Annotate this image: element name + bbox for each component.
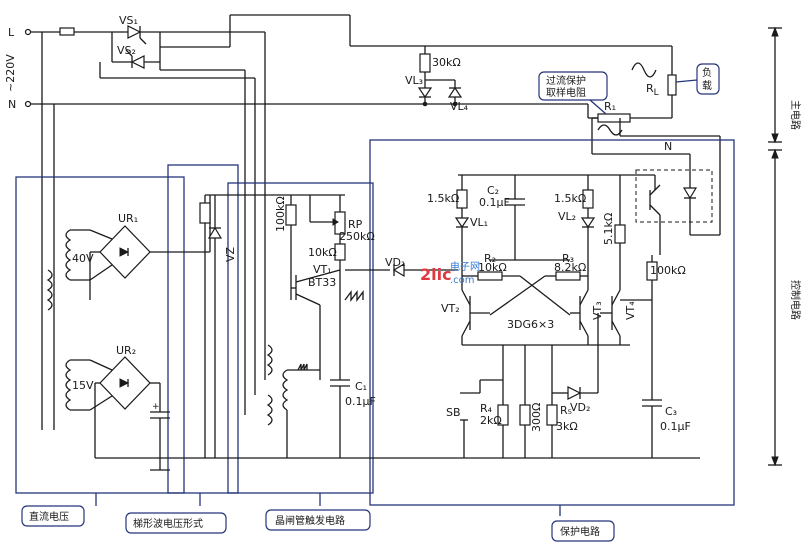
caption-dc-supply: 直流电压 [21,505,85,527]
overcurrent-line2: 取样电阻 [546,86,586,99]
label-rp-val: 250kΩ [339,230,375,243]
callout-load: 负 载 [675,63,720,95]
label-r5: R₅ [560,404,572,417]
mains-wiring [24,14,673,430]
label-15v: 15V [72,379,94,392]
svg-text:晶闸管触发电路: 晶闸管触发电路 [275,514,345,527]
right-annotations [768,26,782,467]
thyristor-vs2 [125,49,145,69]
label-r100k: 100kΩ [274,196,287,232]
label-vt4: VT₄ [624,301,637,320]
label-vl4: VL₄ [450,100,469,113]
label-r15k-a: 1.5kΩ [427,192,459,205]
label-ur2: UR₂ [116,344,136,357]
label-rp: RP [348,218,363,231]
label-r300: 300Ω [530,403,543,432]
svg-text:+: + [152,402,160,412]
label-control-circuit: 控制电路 [789,280,802,320]
label-l: L [8,26,15,39]
callout-overcurrent: 过流保护 取样电阻 [538,71,608,115]
label-vs2: VS₂ [117,44,136,57]
label-r2-val: 10kΩ [478,261,507,274]
label-c3: C₃ [665,405,677,418]
label-vs1: VS₁ [119,14,138,27]
caption-ladder-wave: 梯形波电压形式 [125,512,227,534]
thyristor-vs1 [127,25,147,45]
dc-supply: + [46,225,700,471]
section-frames [15,139,735,516]
overcurrent-line1: 过流保护 [546,74,586,87]
label-vl3: VL₃ [405,74,423,87]
trigger-circuit [266,195,364,458]
label-c2-val: 0.1μF [479,196,510,209]
watermark-logo: 2lic [420,265,452,284]
label-r4-val: 2kΩ [480,414,502,427]
svg-text:保护电路: 保护电路 [560,525,600,538]
label-r30k: 30kΩ [432,56,461,69]
load-line2: 载 [702,80,712,92]
label-ur1: UR₁ [118,212,138,225]
label-r100k-b: 100kΩ [650,264,686,277]
label-r4: R₄ [480,402,493,415]
label-vd1: VD₁ [385,256,405,269]
label-voltage: ~220V [4,54,17,92]
caption-thyristor-trigger: 晶闸管触发电路 [265,509,371,531]
label-vt3: VT₃ [591,301,604,320]
watermark-sub: 电子网 [450,260,480,273]
label-40v: 40V [72,252,94,265]
load-section [591,62,721,236]
label-vd2: VD₂ [570,401,590,414]
label-vl2: VL₂ [558,210,576,223]
load-line1: 负 [702,66,712,79]
label-vt2: VT₂ [441,302,460,315]
label-n2: N [664,140,672,153]
label-vt1: VT₁ [313,263,332,276]
svg-text:梯形波电压形式: 梯形波电压形式 [133,517,203,530]
label-rl: RL [646,82,659,98]
label-n: N [8,98,16,111]
label-bt33: BT33 [308,276,336,289]
label-r15k-b: 1.5kΩ [554,192,586,205]
svg-text:直流电压: 直流电压 [29,510,69,523]
label-r3-val: 8.2kΩ [554,261,586,274]
caption-protection: 保护电路 [551,520,615,542]
label-main-circuit: 主电路 [789,100,802,130]
label-vz: VZ [224,246,237,262]
label-r10k: 10kΩ [308,246,337,259]
label-r5-val: 3kΩ [556,420,578,433]
label-c1-val: 0.1μF [345,395,376,408]
label-r3: R₃ [562,252,574,265]
indicator-leds-vl3-vl4 [417,46,463,107]
label-r51k: 5.1kΩ [602,213,615,245]
watermark-domain: .com [450,275,475,286]
label-c3-val: 0.1μF [660,420,691,433]
label-3dg6: 3DG6×3 [507,318,554,331]
label-r2: R₂ [484,252,496,265]
watermark: 2lic 电子网 .com [420,260,480,286]
label-r1: R₁ [604,100,616,113]
protection-circuit [345,169,713,458]
ladder-wave [199,194,345,458]
label-vl1: VL₁ [470,216,488,229]
label-c2: C₂ [487,184,499,197]
label-sb: SB [446,406,461,419]
label-c1: C₁ [355,380,367,393]
